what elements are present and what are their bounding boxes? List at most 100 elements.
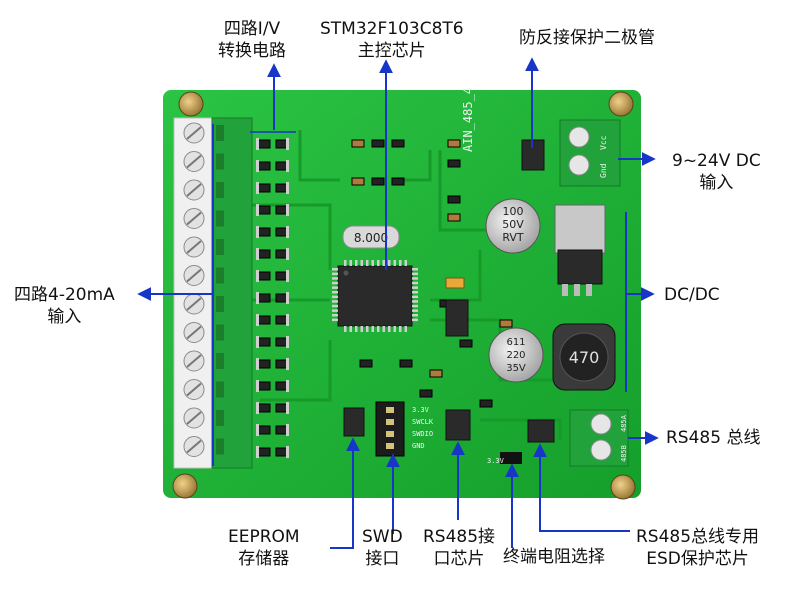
label-esd: RS485总线专用 ESD保护芯片 [636,526,759,570]
regulator-lead-2 [574,284,580,296]
iv-pad-b-10 [286,336,289,348]
inductor-core [559,332,609,382]
mcu-pin-left-1 [332,268,338,271]
power-terminal: Gnd Vcc [559,119,621,187]
termination-jumper: 3.3V [487,452,522,465]
mcu-pin-top-9 [388,260,391,266]
terminal-screw-slot-4 [186,211,202,226]
mcu-pin-right-7 [412,295,418,299]
iv-pad-a-10 [256,336,259,348]
smd-part-6 [391,177,405,186]
smd-part-4 [351,177,365,186]
mcu-pin-left-5 [332,286,338,289]
iv-pad-b-14 [286,424,289,436]
iv-resistor-a-4 [257,205,271,215]
label-mcu: STM32F103C8T6 主控芯片 [320,18,464,62]
mcu-pin-right-5 [412,286,418,289]
iv-pad-b-7 [286,270,289,282]
iv-pad-a-4 [256,204,259,216]
iv-pad-b-4 [286,204,289,216]
eeprom-chip [343,407,365,437]
smd-part-18 [419,389,433,398]
misc-smd-components [351,139,513,408]
mcu-pin-top-8 [382,260,385,266]
mounting-screws [172,91,636,500]
mcu-pin-right-4 [412,281,418,285]
label-termination: 终端电阻选择 [503,546,605,568]
mcu-pin-left-10 [332,309,338,312]
iv-pad-a-14 [256,424,259,436]
capacitor-220uf-line2: 220 [506,350,525,361]
iv-resistor-a-11 [257,359,271,369]
mcu-pin-left-12 [332,318,338,322]
mcu-pin-left-6 [332,291,338,294]
regulator-body [557,249,603,285]
swd-pin-label-3v3: 3.3V [412,406,430,414]
mcu-pin-left-2 [332,272,338,276]
iv-pad-a-11 [256,358,259,370]
rs485-terminal: 485A 485B [569,409,629,467]
mcu-pin-right-12 [412,318,418,322]
smd-part-17 [479,399,493,408]
capacitor-220uf: 611 220 35V [488,327,544,383]
terminal-slot-9 [216,353,224,369]
iv-pad-a-12 [256,380,259,392]
mcu-pin-top-1 [344,260,347,266]
label-mcu-line2: 主控芯片 [357,41,426,61]
label-rs485-bus-line1: RS485 总线 [666,428,761,448]
iv-pad-a-13 [256,402,259,414]
swd-pin-label-swdio: SWDIO [412,430,433,438]
mcu-pin-bottom-6 [371,326,374,332]
terminal-screw-slot-3 [186,183,202,197]
terminal-slot-1 [216,125,224,141]
mcu-pin-bottom-2 [349,326,352,332]
smd-part-1 [351,139,365,148]
mcu-pin1-mark [343,270,349,276]
mcu-pin-bottom-7 [377,326,380,332]
screw-bottom-right [610,474,636,500]
iv-pad-b-2 [286,160,289,172]
mcu-pin-top-12 [404,260,407,266]
iv-resistor-a-14 [257,425,271,435]
smd-part-16 [499,319,513,328]
smd-part-2 [371,139,385,148]
label-swd-line2: 接口 [365,549,400,569]
terminal-slot-6 [216,267,224,284]
terminal-screw-slot-9 [186,354,202,368]
mcu-pin-top-11 [399,260,402,266]
iv-resistor-a-10 [257,337,271,347]
terminal-screws [183,122,224,457]
mcu-pin-bottom-5 [366,326,369,332]
rs485-transceiver-chip [445,409,471,441]
mcu-pin-bottom-4 [360,326,363,332]
label-power-input: 9~24V DC 输入 [672,150,761,194]
arrow-eeprom [330,437,360,549]
label-dcdc: DC/DC [664,284,720,306]
terminal-screw-slot-6 [186,268,202,283]
label-iv-converter-line2: 转换电路 [218,41,286,61]
esd-chip [527,419,555,443]
iv-resistor-a-6 [257,249,271,259]
smd-part-14 [359,359,373,368]
swd-pin-label-swclk: SWCLK [412,418,434,426]
inductor-label: 470 [569,348,600,367]
inductor: 470 [552,323,616,391]
iv-pad-a-3 [256,182,259,194]
label-iv-converter: 四路I/V 转换电路 [218,18,286,62]
iv-pad-b-13 [286,402,289,414]
terminal-screw-slot-1 [186,126,202,140]
smd-part-8 [447,159,461,168]
mcu-pin-top-3 [355,260,358,266]
label-reverse-protect-line1: 防反接保护二极管 [519,28,655,48]
mcu-package [337,265,413,327]
label-eeprom-line1: EEPROM [228,527,300,547]
smd-part-7 [447,139,461,148]
label-reverse-protect: 防反接保护二极管 [519,27,655,49]
mcu-pin-bottom-12 [404,326,407,332]
regulator-lead-3 [586,284,592,296]
iv-pad-b-8 [286,292,289,304]
mcu-pin-left-3 [332,277,338,280]
iv-pad-a-1 [256,138,259,150]
rs485-terminal-a: 485A [620,414,628,432]
